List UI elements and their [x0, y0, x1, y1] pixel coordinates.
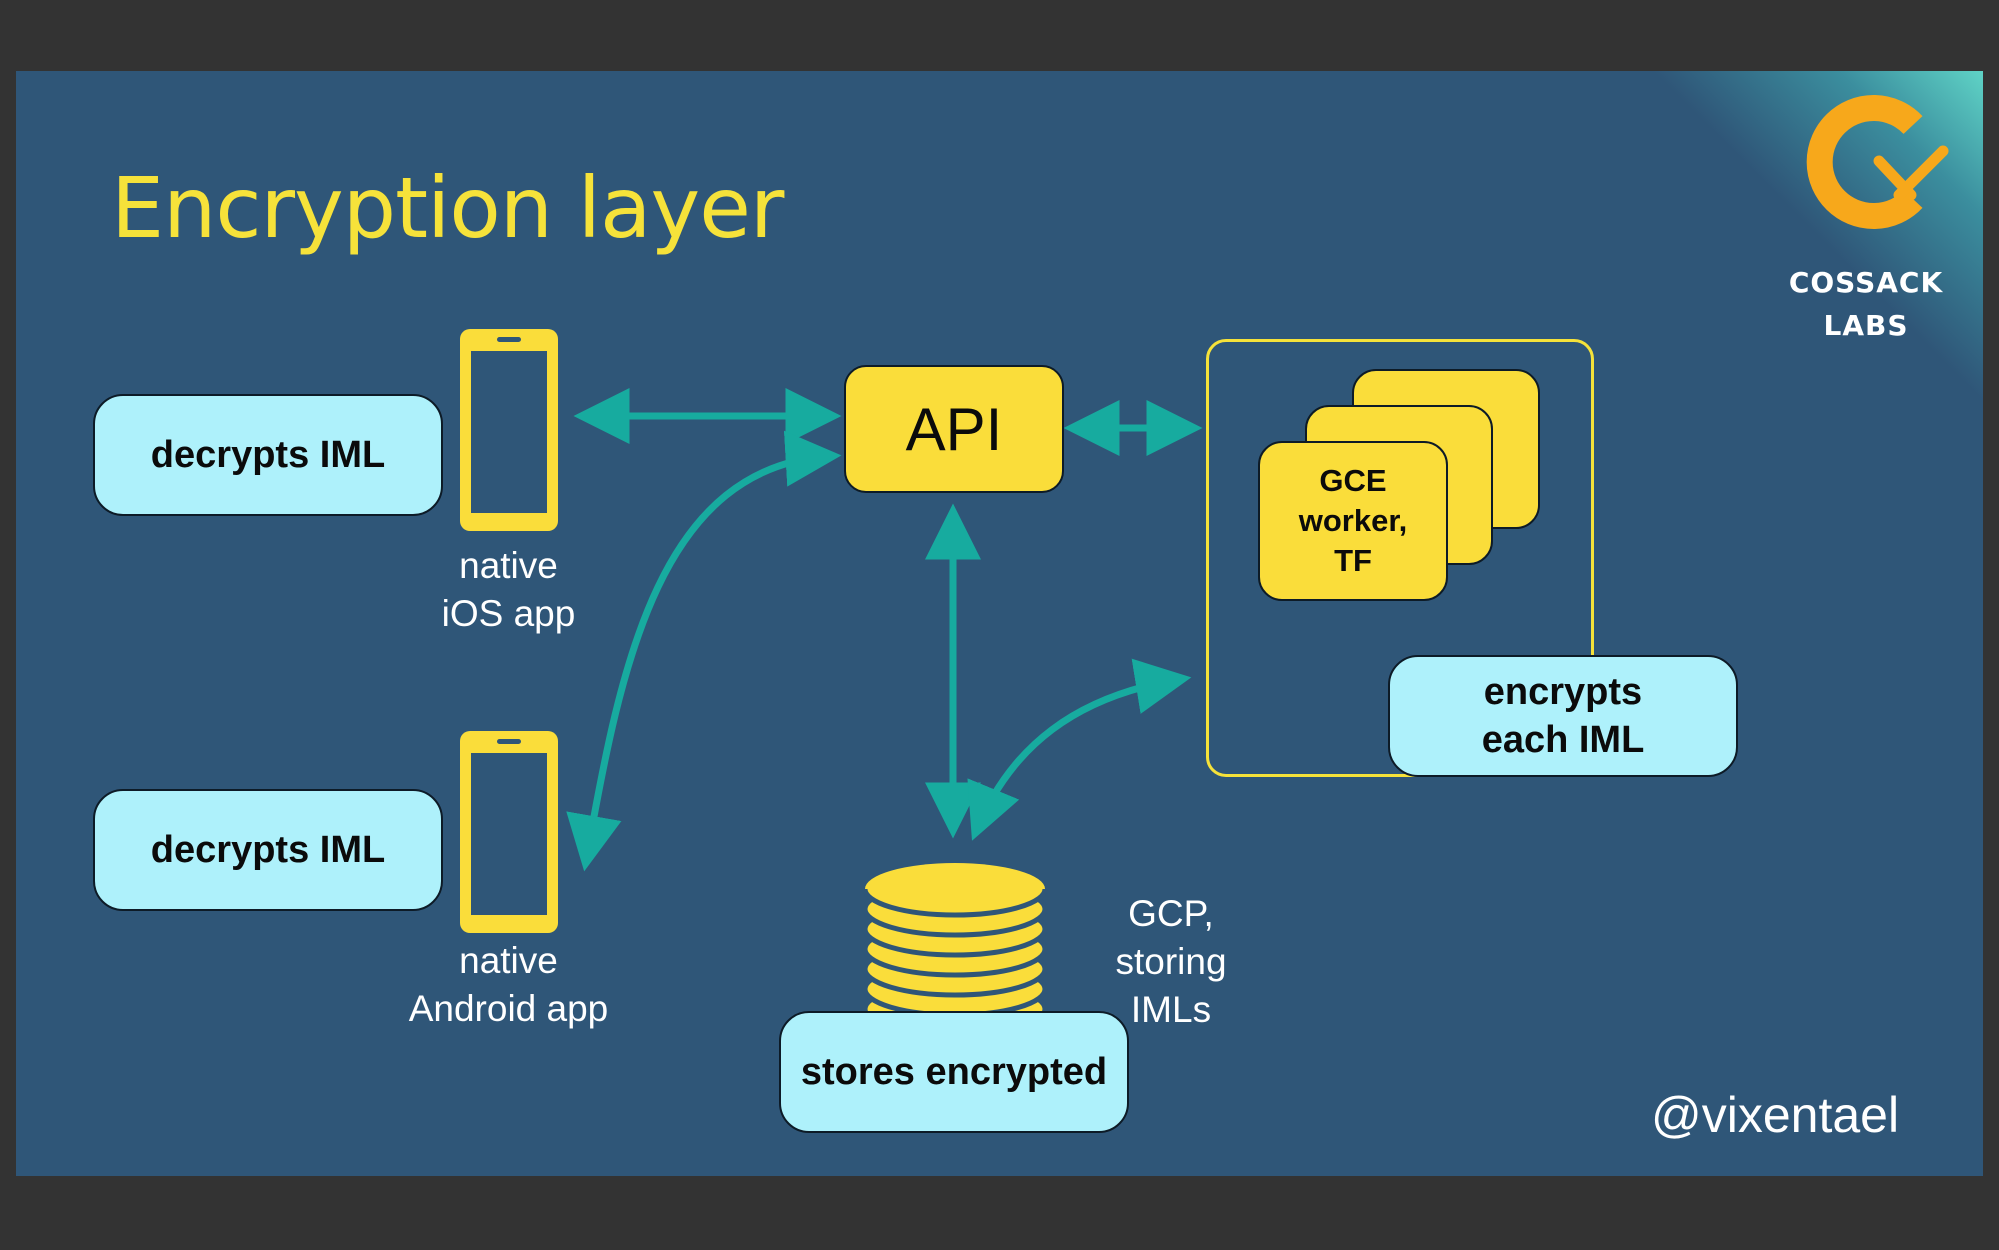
database-icon — [862, 863, 1048, 1038]
gce-worker-card: GCE worker, TF — [1258, 441, 1448, 601]
slide: Encryption layer COSSACK LABS — [16, 71, 1983, 1176]
author-handle: @vixentael — [1651, 1087, 1900, 1143]
logo-text: COSSACK LABS — [1781, 261, 1951, 347]
diagram-graphics — [460, 329, 1203, 1038]
worker-cluster — [1206, 339, 1594, 777]
logo-line-2: LABS — [1823, 309, 1909, 342]
ios-phone-icon — [460, 329, 558, 531]
arrow-android-api — [566, 430, 842, 872]
ios-decrypts-label: decrypts IML — [93, 394, 443, 516]
android-app-caption: native Android app — [408, 940, 609, 1029]
android-phone-icon — [460, 731, 558, 933]
slide-title: Encryption layer — [111, 159, 784, 257]
encrypts-each-iml-label: encrypts each IML — [1388, 655, 1738, 777]
arrow-storage-worker — [967, 658, 1192, 841]
logo-line-1: COSSACK — [1788, 266, 1944, 299]
gcp-storage-caption: GCP, storing IMLs — [1115, 893, 1227, 1030]
logo-mark-icon — [1806, 95, 1949, 229]
stores-encrypted-label: stores encrypted — [779, 1011, 1129, 1133]
api-node: API — [844, 365, 1064, 493]
ios-app-caption: native iOS app — [441, 545, 576, 634]
android-decrypts-label: decrypts IML — [93, 789, 443, 911]
cossack-labs-logo: COSSACK LABS — [1781, 91, 1951, 342]
